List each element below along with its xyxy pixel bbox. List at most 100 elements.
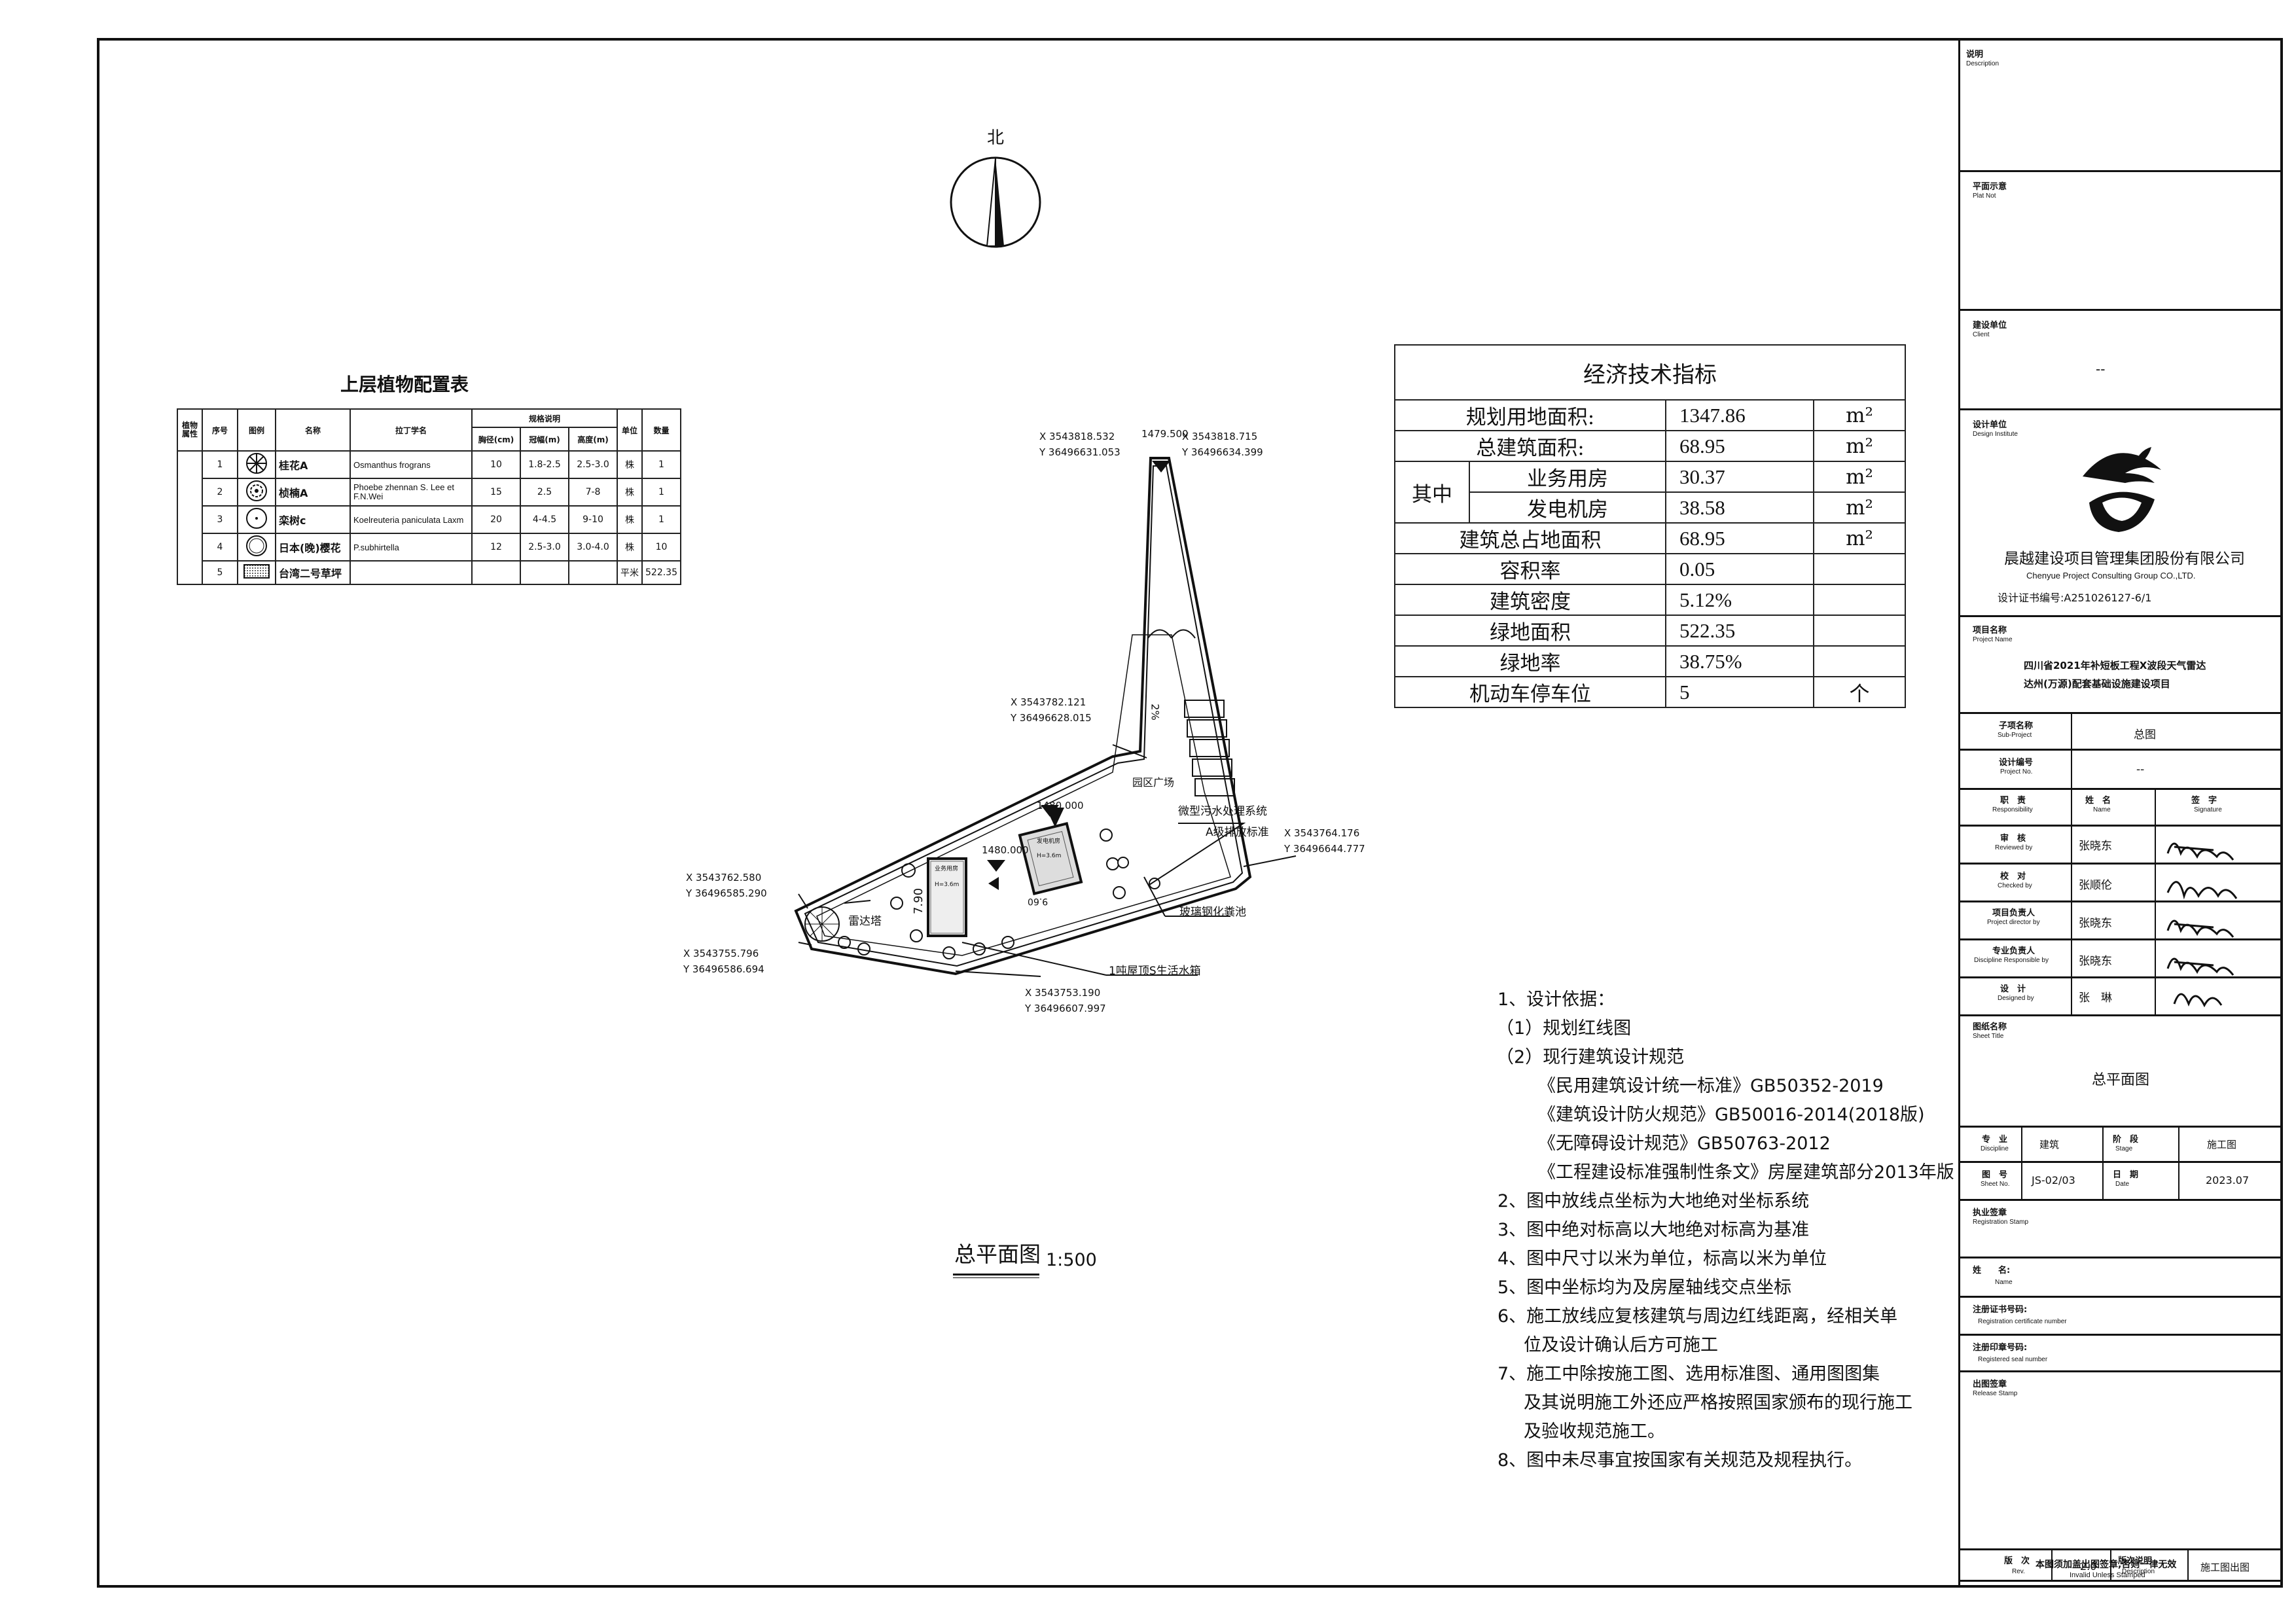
person-name-label: 姓 名: — [1973, 1266, 2011, 1275]
role-2-en: Checked by — [1998, 882, 2032, 889]
note-line: （2）现行建筑设计规范 — [1496, 1047, 1685, 1067]
reg-label: 执业签章 — [1973, 1208, 2007, 1218]
plaza-area — [816, 634, 1231, 956]
plat-label-en: Plat Not — [1973, 192, 1996, 200]
note-line: 7、施工中除按施工图、选用标准图、通用图图集 — [1498, 1364, 1880, 1384]
table-row: 容积率 0.05 — [1394, 553, 1906, 585]
econ-table: 经济技术指标 规划用地面积: 1347.86 m² 总建筑面积: 68.95 m… — [1394, 344, 1906, 708]
table-row: 机动车停车位 5 个 — [1394, 676, 1906, 708]
col-sep — [2187, 1548, 2189, 1580]
tb-border — [1958, 41, 1960, 1585]
cell: 2 — [202, 478, 238, 507]
table-row: 1 桂花A Osmanthus frograns 10 1.8-2.5 2.5-… — [177, 450, 681, 585]
note-line: 5、图中坐标均为及房屋轴线交点坐标 — [1498, 1277, 1792, 1298]
cell: 1347.86 — [1665, 399, 1814, 431]
project-name-2: 达州(万源)配套基础设施建设项目 — [2024, 678, 2170, 690]
note-line: 8、图中未尽事宜按国家有关规范及规程执行。 — [1498, 1450, 1863, 1471]
cell: 2.5 — [520, 478, 569, 507]
site-plan — [794, 457, 1297, 977]
cell: 1 — [641, 478, 681, 507]
note-line: 《无障碍设计规范》GB50763-2012 — [1538, 1133, 1831, 1154]
table-row: 建筑总占地面积 68.95 m² — [1394, 522, 1906, 554]
cell: 1 — [641, 505, 681, 534]
cert-number: 设计证书编号:A251026127-6/1 — [1998, 592, 2152, 604]
cell: 业务用房 — [1469, 461, 1666, 493]
cell: 10 — [471, 450, 521, 479]
coord-y6: Y 36496586.694 — [683, 963, 764, 975]
date-label-en: Date — [2115, 1181, 2130, 1188]
cell: 机动车停车位 — [1394, 676, 1666, 708]
cell: m² — [1813, 399, 1906, 431]
cell: 栾树c — [275, 505, 351, 534]
cell: m² — [1813, 522, 1906, 554]
person-2: 张顺伦 — [2079, 879, 2112, 892]
col-sep — [2102, 1126, 2104, 1199]
rev-desc-label: 版次说明 — [2118, 1556, 2153, 1566]
coord-y1: Y 36496631.053 — [1039, 446, 1121, 458]
cell: 12 — [471, 533, 521, 562]
client-value: -- — [2096, 361, 2106, 377]
rev-label: 版 次 — [2004, 1556, 2030, 1566]
col-spec: 规格说明 — [471, 408, 618, 428]
cell: 桂花A — [275, 450, 351, 479]
cell: m² — [1813, 430, 1906, 462]
coord-x1: X 3543818.532 — [1039, 431, 1115, 442]
table-row: 4 日本(晚)樱花 P.subhirtella 12 2.5-3.0 3.0-4… — [177, 533, 681, 562]
plant-table-title: 上层植物配置表 — [340, 374, 469, 395]
building-business — [927, 857, 967, 937]
building2-text: H=3.6m — [1037, 853, 1062, 859]
seal-no-label: 注册印章号码: — [1973, 1343, 2028, 1353]
cell: 绿地面积 — [1394, 615, 1666, 647]
stage-label-en: Stage — [2115, 1145, 2133, 1152]
role-4-en: Discipline Responsible by — [1974, 957, 2049, 964]
note-line: 2、图中放线点坐标为大地绝对坐标系统 — [1498, 1191, 1810, 1211]
cell: 20 — [471, 505, 521, 534]
cell: 株 — [617, 505, 643, 534]
cell: 株 — [617, 533, 643, 562]
table-row: 发电机房 38.58 m² — [1395, 491, 1906, 524]
person-4: 张晓东 — [2079, 955, 2112, 968]
col-qty: 数量 — [641, 408, 681, 452]
col-name: 名称 — [275, 408, 351, 452]
note-line: 3、图中绝对标高以大地绝对标高为基准 — [1498, 1220, 1810, 1240]
parking-stalls — [1184, 700, 1235, 796]
radar-tower-icon — [804, 906, 840, 942]
cell: 建筑密度 — [1394, 584, 1666, 616]
role-1: 审 核 — [2000, 834, 2026, 844]
note-line: 《民用建筑设计统一标准》GB50352-2019 — [1538, 1076, 1884, 1096]
cell: 株 — [617, 478, 643, 507]
note-line: 《建筑设计防火规范》GB50016-2014(2018版) — [1538, 1105, 1925, 1125]
cell: 1 — [641, 450, 681, 479]
coord-y4: Y 36496644.777 — [1284, 843, 1365, 855]
gate — [1147, 629, 1196, 639]
koelreuteria-legend-icon — [237, 505, 276, 534]
sheet-no-value: JS-02/03 — [2032, 1174, 2075, 1186]
cell: 平米 — [617, 560, 643, 585]
role-3: 项目负责人 — [1992, 908, 2036, 918]
dim-b1: 7.90 — [912, 887, 926, 915]
elev-b2: 1480.000 — [1037, 800, 1084, 812]
cell: m² — [1813, 461, 1906, 493]
table-row: 总建筑面积: 68.95 m² — [1394, 430, 1906, 462]
cell: 4 — [202, 533, 238, 562]
coord-x3: X 3543782.121 — [1011, 696, 1086, 708]
cert-no-label-en: Registration certificate number — [1978, 1318, 2067, 1325]
cell — [350, 560, 473, 585]
coord-y2: Y 36496634.399 — [1182, 446, 1263, 458]
signature-images — [2166, 842, 2238, 1008]
date-label: 日 期 — [2113, 1170, 2139, 1180]
cell: 其中 — [1394, 461, 1470, 524]
cell: 发电机房 — [1469, 491, 1666, 524]
title-underline-2 — [953, 1277, 1039, 1278]
sheet-no-label: 图 号 — [1982, 1170, 2008, 1180]
seal-no-label-en: Registered seal number — [1978, 1356, 2048, 1363]
cell: 68.95 — [1665, 522, 1814, 554]
tank-label: 1吨屋顶S生活水箱 — [1109, 965, 1201, 978]
company-name: 晨越建设项目管理集团股份有限公司 — [2004, 550, 2245, 567]
cell — [520, 560, 569, 585]
table-row: 建筑密度 5.12% — [1394, 584, 1906, 616]
drain-label: A级排放标准 — [1206, 826, 1269, 839]
osmanthus-legend-icon — [237, 450, 276, 479]
title-underline — [953, 1274, 1039, 1275]
sub-value: 总图 — [2134, 728, 2156, 741]
